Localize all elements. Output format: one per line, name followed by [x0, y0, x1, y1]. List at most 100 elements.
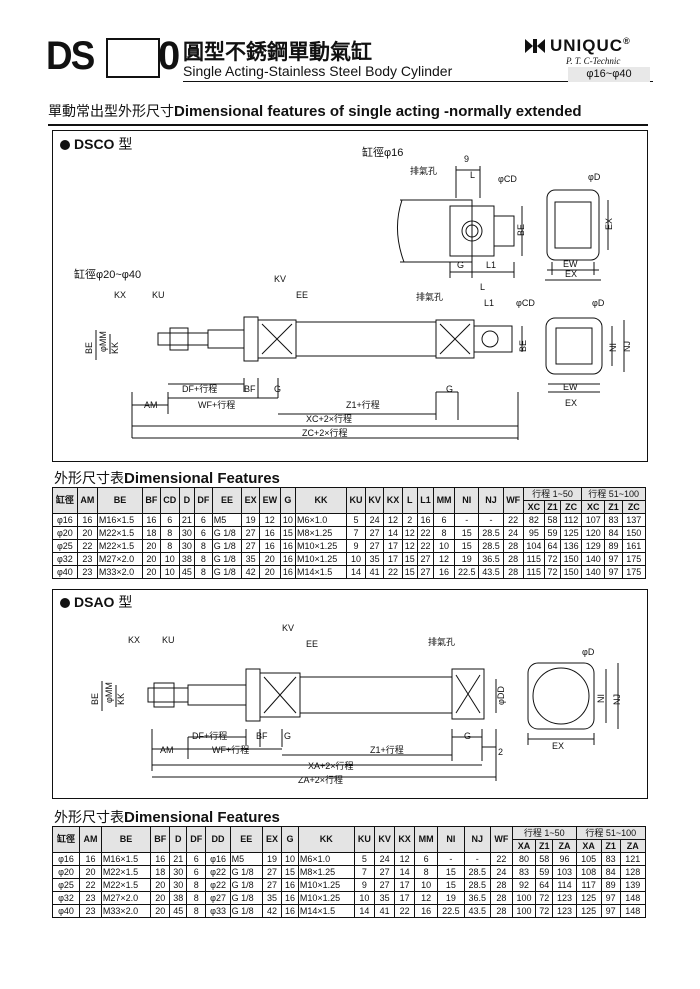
dsao-dim-NJ: NJ	[612, 694, 622, 705]
table-cell: 148	[619, 904, 647, 918]
table-cell: 8	[194, 565, 213, 579]
column-header: L1	[416, 487, 434, 514]
table-cell: 24	[374, 852, 396, 866]
table-cell: -	[463, 852, 492, 866]
table-cell: 27	[416, 552, 434, 566]
table-cell: 148	[619, 891, 647, 905]
dsao-dim-WF: WF+行程	[212, 744, 249, 755]
table-cell: 123	[552, 891, 577, 905]
column-header: KU	[346, 487, 366, 514]
table-cell: 27	[374, 865, 396, 879]
table-cell: 15	[279, 526, 297, 540]
table-cell: 84	[600, 865, 621, 879]
table-cell: 20	[142, 539, 161, 553]
table-cell: 24	[364, 513, 385, 527]
table-cell: 18	[150, 865, 171, 879]
dsao-dim-NI: NI	[596, 694, 606, 703]
dsco-dim-KU: KU	[152, 290, 165, 300]
table-cell: 6	[159, 513, 180, 527]
column-header: BF	[142, 487, 161, 514]
dsao-dim-2: 2	[498, 747, 503, 757]
table-cell: M33×2.0	[100, 904, 152, 918]
table-cell: 12	[383, 513, 403, 527]
table-cell: φ16	[51, 852, 81, 866]
table-cell: 16	[432, 565, 456, 579]
table-cell: 97	[600, 891, 621, 905]
dsco-dim-MM: φMM	[98, 331, 108, 352]
table-cell: 105	[575, 852, 602, 866]
column-header: EX	[241, 487, 260, 514]
table-cell: 136	[559, 539, 583, 553]
table-cell: M16×1.5	[100, 852, 152, 866]
dsao-dim-AM: AM	[160, 745, 174, 755]
sub-column-header: ZC	[621, 500, 647, 514]
table-cell: 24	[490, 865, 513, 879]
table-cell: -	[454, 513, 480, 527]
table-cell: 36.5	[463, 891, 492, 905]
dsco-dim-CD-main: φCD	[516, 298, 535, 308]
table-cell: M5	[211, 513, 243, 527]
column-header: KX	[383, 487, 403, 514]
column-header: KK	[294, 487, 348, 514]
table-cell: 8	[186, 878, 207, 892]
dsco-dim-EX: EX	[565, 398, 577, 408]
table-cell: 140	[581, 565, 606, 579]
column-header: KV	[374, 826, 396, 853]
table-cell: 22	[416, 526, 434, 540]
table-cell: 16	[416, 513, 434, 527]
table-cell: 6	[414, 852, 439, 866]
table-cell: M6×1.0	[294, 513, 348, 527]
table-cell: M33×2.0	[96, 565, 144, 579]
table-cell: 28	[490, 904, 513, 918]
table-cell: 27	[241, 526, 260, 540]
table-cell: 28	[502, 552, 524, 566]
table-cell: 22	[76, 539, 98, 553]
dsco-dim-NJ: NJ	[622, 341, 632, 352]
table-cell: 8	[194, 539, 213, 553]
table-cell: 8	[432, 526, 456, 540]
table-cell: 97	[604, 565, 623, 579]
table-cell: 7	[353, 865, 376, 879]
table-cell: 108	[575, 865, 602, 879]
dsco-dim-EW: EW	[563, 382, 578, 392]
dsco-dim-NI: NI	[608, 343, 618, 352]
table-cell: φ25	[52, 539, 78, 553]
table-cell: 35	[364, 552, 385, 566]
dsco-dim-KX: KX	[114, 290, 126, 300]
table-cell: 10	[353, 891, 376, 905]
table-cell: 28.5	[463, 865, 492, 879]
table-cell: 72	[544, 565, 561, 579]
column-header: KX	[394, 826, 416, 853]
table-cell: 58	[535, 852, 554, 866]
table-cell: 150	[621, 526, 647, 540]
stroke-group-header: 行程 1~50	[522, 487, 583, 501]
table-cell: 22	[394, 904, 416, 918]
table-cell: 10	[432, 539, 456, 553]
dsao-dim-MM: φMM	[104, 682, 114, 703]
table-cell: 16	[76, 513, 98, 527]
table-cell: φ16	[205, 852, 231, 866]
table-cell: 83	[511, 865, 537, 879]
column-header: AM	[79, 826, 102, 853]
table-cell: 22	[79, 878, 102, 892]
dsao-dim-DF: DF+行程	[192, 730, 227, 741]
table-cell: φ33	[205, 904, 231, 918]
table-cell: 15	[454, 526, 480, 540]
table-cell: 175	[621, 552, 647, 566]
table-cell: 27	[416, 565, 434, 579]
dsco-dim-ZC: ZC+2×行程	[302, 427, 348, 438]
dsao-dim-BF: BF	[256, 731, 268, 741]
column-header: NJ	[478, 487, 504, 514]
table-cell: 115	[522, 552, 546, 566]
table-cell: 8	[194, 552, 213, 566]
table-cell: 12	[432, 552, 456, 566]
table-cell: 16	[281, 904, 299, 918]
sub-column-header: Z1	[535, 839, 554, 853]
table-cell: 114	[552, 878, 577, 892]
